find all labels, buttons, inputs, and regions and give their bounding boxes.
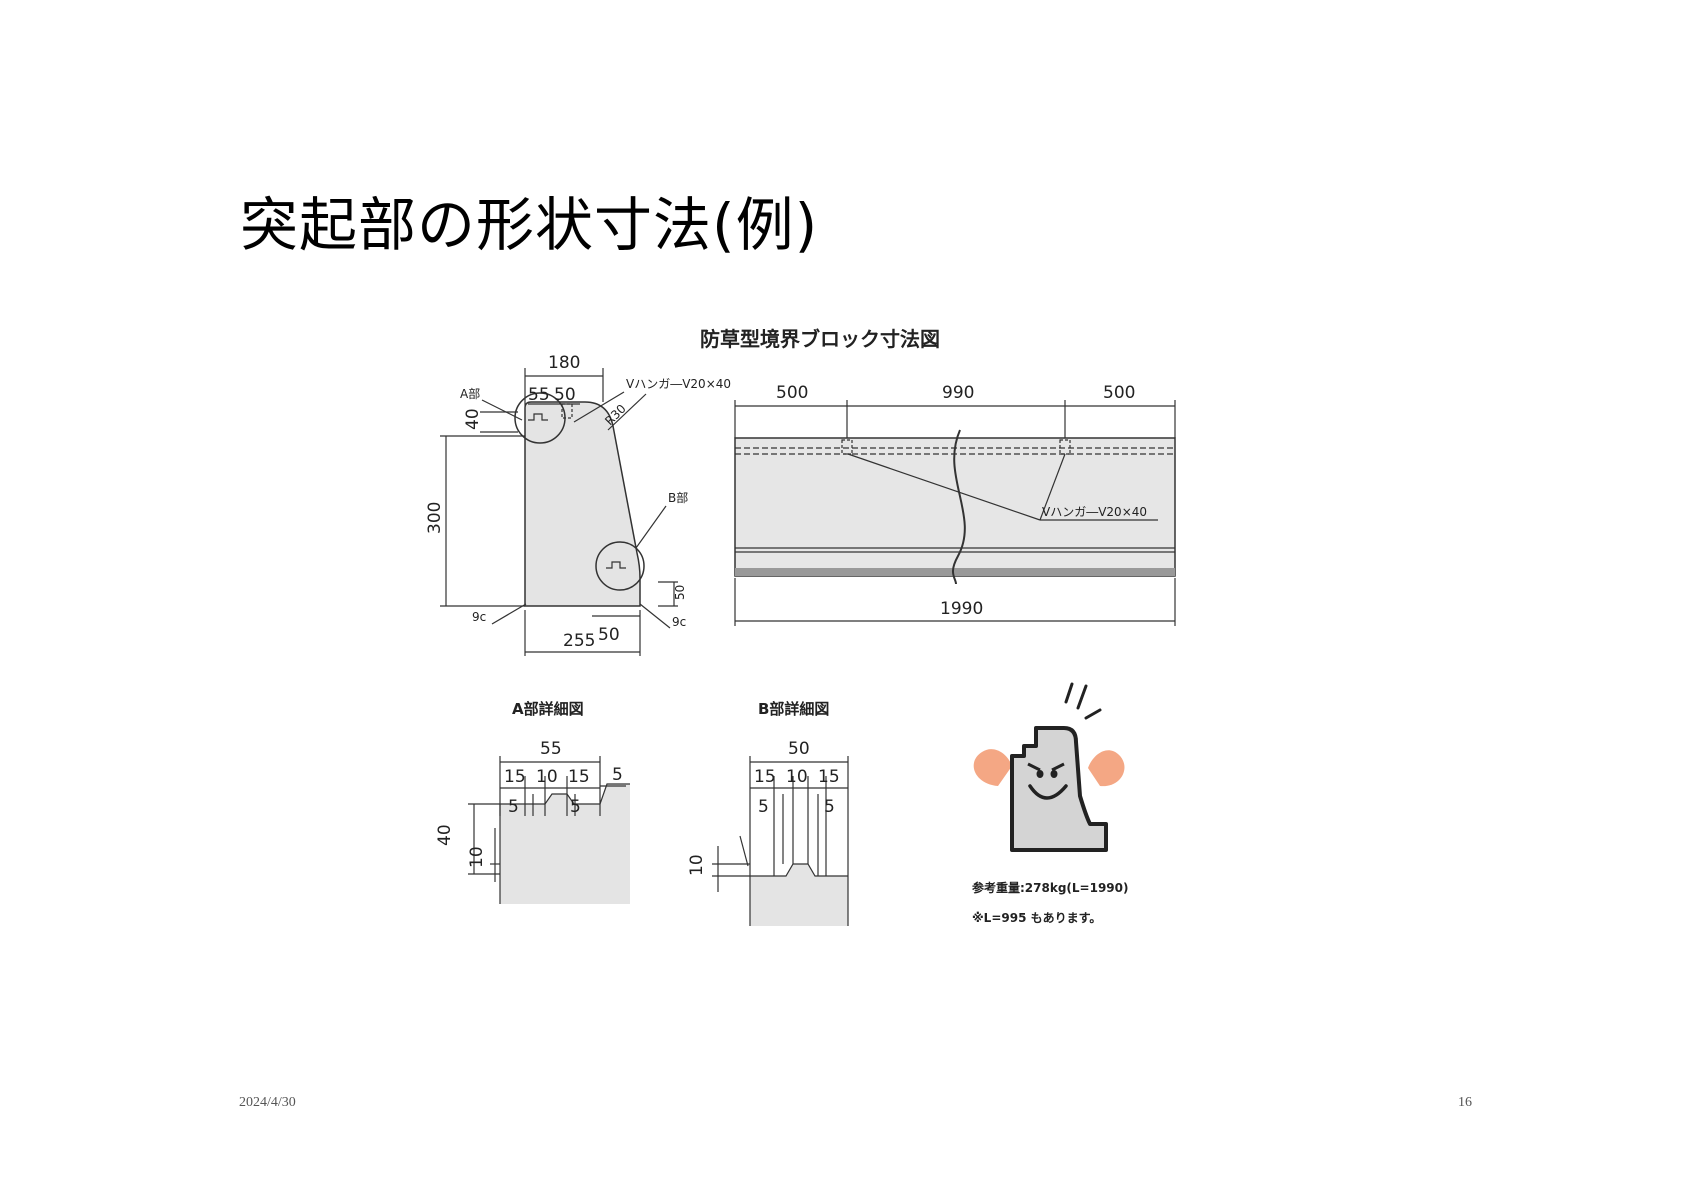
dim-40: 40 [463,408,483,430]
mascot-left-arm [973,749,1012,786]
detail-b-depth: 10 [687,854,707,876]
dim-total-length: 1990 [940,599,983,619]
block-cross-section-shape [524,401,641,607]
dim-seg-left: 500 [776,383,808,403]
hanger-slot-left [841,439,853,455]
dim-50-side: 50 [673,585,687,600]
dim-50-bottom: 50 [598,625,620,645]
mascot-block-body [1010,726,1108,852]
detail-a: A部詳細図 55 15 10 15 5 5 5 40 10 [435,700,630,904]
mascot-right-arm [1088,750,1125,787]
detail-a-shape [500,784,630,904]
hanger-label-side: Vハンガ―V20×40 [1042,505,1147,519]
slide-title: 突起部の形状寸法(例) [240,191,819,259]
detail-a-10: 10 [536,767,558,787]
side-view: Vハンガ―V20×40 500 990 500 1990 [734,383,1176,626]
break-line [951,429,966,585]
dim-height: 300 [425,502,445,534]
detail-b-15b: 15 [818,767,840,787]
detail-a-5b: 5 [570,797,581,817]
drawing-title: 防草型境界ブロック寸法図 [700,327,940,351]
dim-55: 55 [528,385,550,405]
mascot-weight-text: 参考重量:278kg(L=1990) [972,880,1129,895]
detail-b-title: B部詳細図 [758,700,829,718]
detail-a-width: 55 [540,739,562,759]
cross-section: 180 55 50 A部 Vハンガ―V20×40 R30 40 300 B部 5… [425,353,731,656]
dim-50: 50 [554,385,576,405]
slide-page-number: 16 [1458,1095,1472,1110]
mascot-note-text: ※L=995 もあります。 [972,911,1101,925]
detail-b-5b: 5 [824,797,835,817]
b-part-label: B部 [668,490,688,505]
hanger-label-section: Vハンガ―V20×40 [626,377,731,391]
chamfer-left-label: 9c [472,610,486,624]
dim-width-top: 180 [548,353,580,373]
detail-a-5-right: 5 [612,765,623,785]
slide-date: 2024/4/30 [239,1095,296,1110]
detail-a-height: 40 [435,824,455,846]
detail-a-15b: 15 [568,767,590,787]
detail-b-15a: 15 [754,767,776,787]
detail-b-width: 50 [788,739,810,759]
a-part-label: A部 [460,386,480,401]
dim-seg-right: 500 [1103,383,1135,403]
detail-a-depth: 10 [467,846,487,868]
detail-b: B部詳細図 50 15 10 15 5 5 10 [687,700,849,926]
detail-a-15a: 15 [504,767,526,787]
hanger-slot-right [1059,439,1071,455]
mascot-illustration: 参考重量:278kg(L=1990) ※L=995 もあります。 [972,682,1129,925]
dim-width-bottom: 255 [563,631,595,651]
detail-a-5a: 5 [508,797,519,817]
detail-b-5a: 5 [758,797,769,817]
dim-seg-mid: 990 [942,383,974,403]
dimension-drawing: 防草型境界ブロック寸法図 180 55 50 A部 Vハンガ―V20×40 R3… [400,316,1270,1036]
b-part-circle [595,541,645,591]
chamfer-right-label: 9c [672,615,686,629]
detail-b-10: 10 [786,767,808,787]
detail-b-shape [750,864,848,926]
detail-a-title: A部詳細図 [512,700,584,718]
